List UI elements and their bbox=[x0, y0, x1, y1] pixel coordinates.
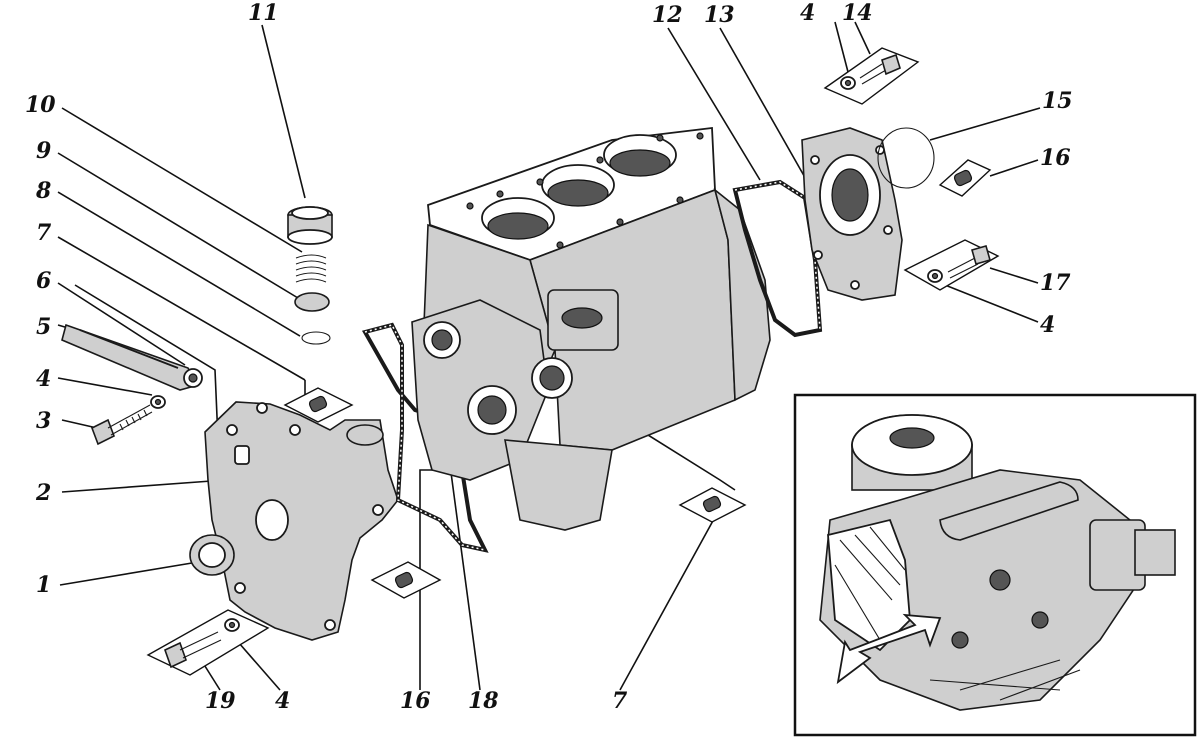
dowel-tag-top-right bbox=[938, 159, 992, 197]
callout-5: 5 bbox=[36, 314, 51, 340]
rear-plate-part bbox=[801, 127, 903, 301]
callout-4-bottom: 4 bbox=[275, 688, 290, 714]
dowel-tag-bottom bbox=[370, 561, 442, 599]
callout-2: 2 bbox=[35, 480, 51, 506]
inset-engine-view bbox=[793, 393, 1197, 737]
callout-1: 1 bbox=[36, 572, 51, 598]
callout-14: 14 bbox=[842, 0, 873, 26]
dowel-tag-left bbox=[283, 387, 354, 423]
callout-3: 3 bbox=[36, 408, 51, 434]
callout-7-left: 7 bbox=[36, 220, 52, 246]
callout-4-right: 4 bbox=[1040, 312, 1055, 338]
callout-13: 13 bbox=[704, 2, 735, 28]
washer-bolt-left bbox=[90, 395, 166, 446]
callout-4-left: 4 bbox=[36, 366, 51, 392]
dowel-tag-right bbox=[678, 487, 747, 523]
callout-10: 10 bbox=[25, 92, 56, 118]
callout-18: 18 bbox=[468, 688, 499, 714]
callout-9: 9 bbox=[36, 138, 51, 164]
callout-4-top: 4 bbox=[800, 0, 815, 26]
callout-6: 6 bbox=[36, 268, 51, 294]
cylinder-block-part bbox=[411, 126, 771, 531]
bolt-washer-tag-top bbox=[823, 47, 920, 105]
filler-cap-part bbox=[287, 206, 333, 245]
callout-16-bottom: 16 bbox=[400, 688, 431, 714]
callout-11: 11 bbox=[248, 0, 279, 26]
adjusting-strap-part bbox=[61, 323, 203, 391]
callout-17: 17 bbox=[1040, 270, 1071, 296]
callout-7-right: 7 bbox=[612, 688, 628, 714]
callout-8: 8 bbox=[35, 178, 51, 204]
large-o-ring-part bbox=[877, 127, 935, 189]
timing-cover-part bbox=[204, 401, 399, 641]
callout-16-right: 16 bbox=[1040, 145, 1071, 171]
spring-part bbox=[295, 254, 327, 283]
callout-labels: 11 10 9 8 7 6 5 4 3 2 1 19 4 16 18 7 12 … bbox=[25, 0, 1073, 714]
callout-19: 19 bbox=[205, 688, 236, 714]
bolt-washer-tag-bottom bbox=[146, 609, 270, 676]
oil-seal-part bbox=[189, 534, 235, 576]
o-ring-part bbox=[301, 331, 331, 345]
bolt-washer-tag-right bbox=[903, 239, 1000, 291]
callout-12: 12 bbox=[652, 2, 683, 28]
valve-disc-part bbox=[294, 292, 330, 312]
callout-15: 15 bbox=[1042, 88, 1073, 114]
